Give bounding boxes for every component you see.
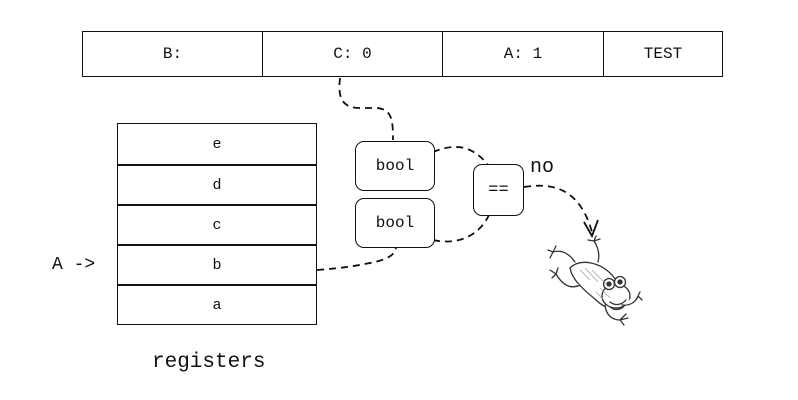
- branch-no-label: no: [530, 156, 555, 179]
- registers-caption: registers: [152, 351, 266, 374]
- register-pointer-label: A ->: [52, 255, 96, 275]
- connector-eq-to-frog: [523, 184, 593, 233]
- equals-box: ==: [473, 164, 524, 216]
- register-c: c: [118, 204, 316, 244]
- bool-box-top: bool: [355, 141, 435, 191]
- connector-bool-bottom-to-eq: [432, 214, 490, 243]
- arrowhead: [583, 219, 599, 239]
- tape-row: B: C: 0 A: 1 TEST: [82, 31, 723, 77]
- connector-bool-top-to-eq: [432, 146, 489, 166]
- register-d: d: [118, 164, 316, 204]
- register-stack: e d c b a: [117, 123, 317, 325]
- tape-cell-c: C: 0: [262, 32, 442, 76]
- tape-cell-a: A: 1: [442, 32, 603, 76]
- register-b: b: [118, 244, 316, 284]
- tape-cell-b: B:: [162, 45, 183, 63]
- connector-c-to-bool: [338, 77, 394, 141]
- register-e: e: [212, 135, 222, 153]
- tape-cell-test: TEST: [603, 32, 722, 76]
- register-a: a: [118, 284, 316, 324]
- bool-box-bottom: bool: [355, 198, 435, 248]
